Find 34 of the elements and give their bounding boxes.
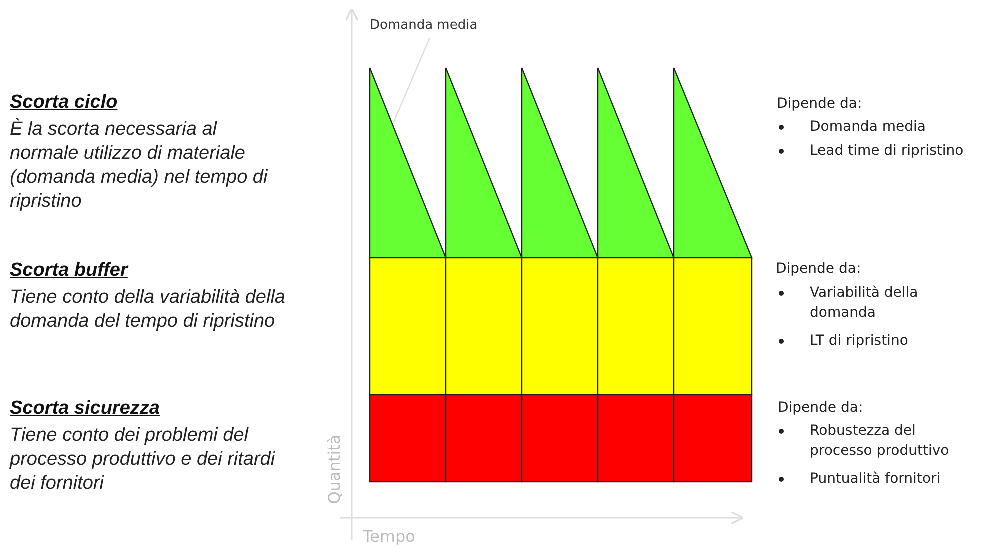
safety-stock-block <box>445 394 523 483</box>
buffer-stock-block <box>521 257 599 396</box>
cycle-stock-triangle <box>597 67 675 259</box>
leader-line <box>393 38 431 122</box>
axis-title: Tempo <box>363 527 416 546</box>
section-heading: Scorta ciclo <box>10 92 119 114</box>
buffer-stock-block <box>597 257 675 396</box>
buffer-stock-block <box>673 257 753 396</box>
description-text: Tiene conto della variabilità della domanda del tempo di ripristino <box>10 286 286 334</box>
callout-label: Domanda media <box>370 18 478 33</box>
bullet-text: Domanda media <box>810 118 927 137</box>
section-heading: Scorta buffer <box>10 260 130 282</box>
note-heading: Dipende da: <box>777 95 864 114</box>
description-text: È la scorta necessaria al normale utilizzo di materiale (domanda media) nel tempo di ripristino <box>10 118 269 214</box>
buffer-stock-block <box>369 257 447 396</box>
note-heading: Dipende da: <box>776 260 862 279</box>
bullet-text: Robustezza del processo produttivo <box>810 422 950 461</box>
bullet-text: Variabilità della domanda <box>810 284 920 323</box>
safety-stock-block <box>673 394 753 483</box>
cycle-stock-triangle <box>369 67 447 259</box>
bullet-text: LT di ripristino <box>810 332 910 351</box>
bullet-text: Lead time di ripristino <box>810 142 965 161</box>
section-heading: Scorta sicurezza <box>10 398 161 420</box>
cycle-stock-triangle <box>445 67 523 259</box>
safety-stock-block <box>369 394 447 483</box>
safety-stock-block <box>597 394 675 483</box>
safety-stock-block <box>521 394 599 483</box>
cycle-stock-triangle <box>673 67 753 259</box>
note-heading: Dipende da: <box>778 399 864 418</box>
bullet-text: Puntualità fornitori <box>810 470 942 489</box>
description-text: Tiene conto dei problemi del processo produttivo e dei ritardi dei fornitori <box>10 424 276 496</box>
axis-title: Quantità <box>325 434 344 504</box>
buffer-stock-block <box>445 257 523 396</box>
cycle-stock-triangle <box>521 67 599 259</box>
